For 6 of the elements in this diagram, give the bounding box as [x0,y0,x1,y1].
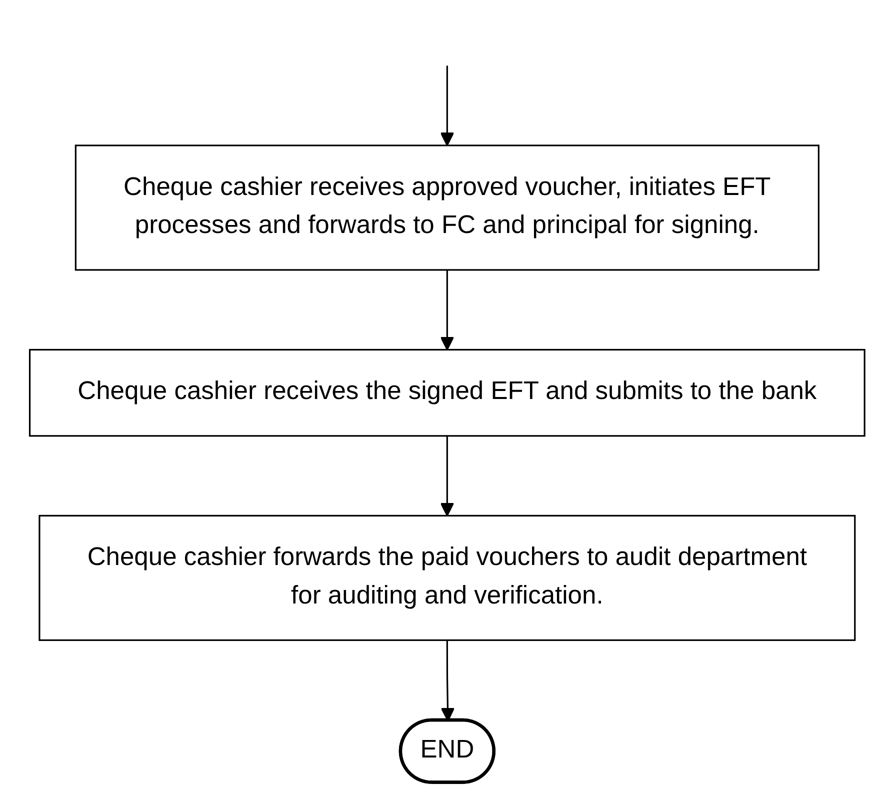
arrow [440,270,454,350]
arrow [440,436,454,516]
node-box: Cheque cashier receives the signed EFT and submits to the bank [28,348,866,437]
node-box: Cheque cashier forwards the paid vouchers to audit department for auditing and verification. [38,514,856,641]
arrow [440,66,454,146]
node-box: Cheque cashier receives approved voucher, initiates EFT processes and forwards to FC and principal for signing. [74,144,820,271]
